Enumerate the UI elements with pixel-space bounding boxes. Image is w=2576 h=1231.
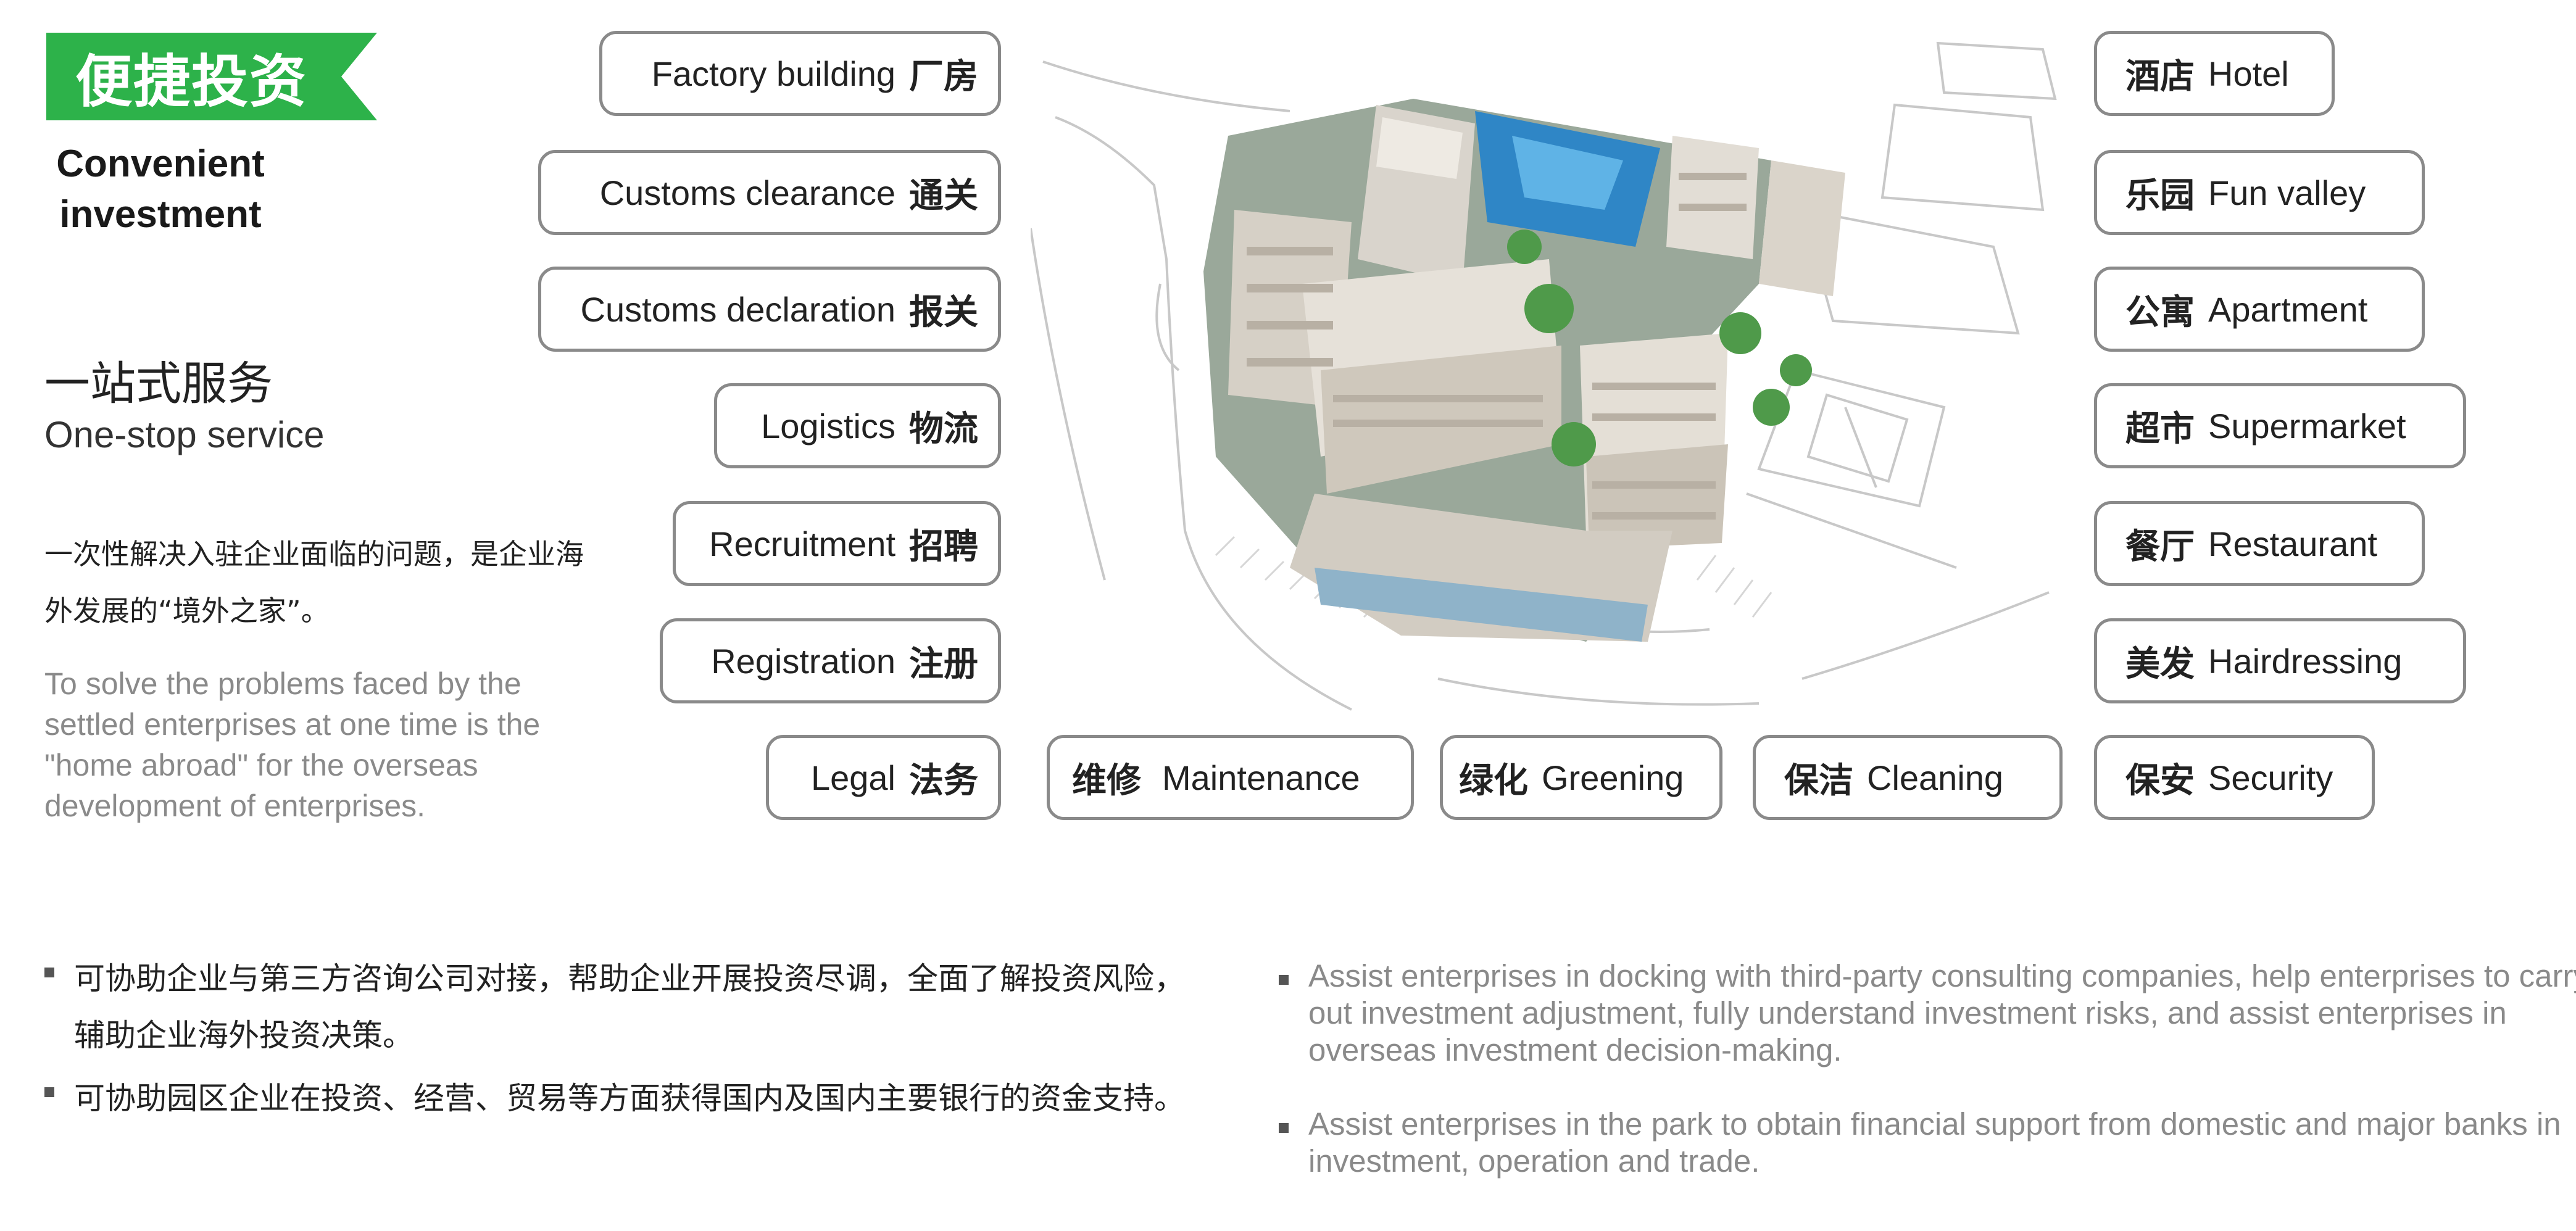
campus-aerial-illustration — [1031, 41, 2057, 711]
bullet-square-icon — [44, 968, 54, 977]
banner-ribbon-shape — [46, 33, 377, 120]
service-description-en: To solve the problems faced by the settl… — [44, 666, 541, 823]
banner-title: 便捷投资 — [75, 48, 307, 115]
banner-subtitle: Convenient investment — [56, 143, 265, 236]
bullet-square-icon — [44, 1087, 54, 1097]
title-banner: 便捷投资 — [46, 33, 377, 120]
service-title-en: One-stop service — [44, 414, 325, 455]
service-title-zh: 一站式服务 — [44, 357, 273, 410]
service-description-zh: 一次性解决入驻企业面临的问题，是企业海外发展的“境外之家”。 — [44, 537, 584, 628]
bullet-square-icon — [1279, 1123, 1289, 1133]
bullet-square-icon — [1279, 975, 1289, 985]
